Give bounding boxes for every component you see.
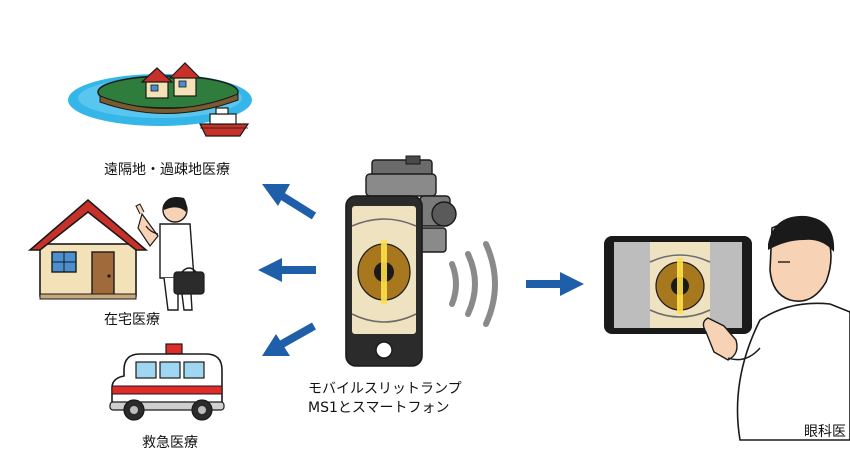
wireless-signal-icon xyxy=(449,241,498,327)
ophthalmologist-icon xyxy=(702,215,850,441)
label-device-name: モバイルスリットランプ xyxy=(308,381,462,397)
ambulance-icon xyxy=(109,343,225,421)
smartphone-slit-lamp-icon xyxy=(345,155,457,367)
label-home-care: 在宅医療 xyxy=(104,312,160,328)
label-device-model: MS1とスマートフォン xyxy=(308,400,450,416)
arrow-to-remote xyxy=(262,184,317,220)
label-ophthalmologist: 眼科医 xyxy=(804,424,846,440)
visiting-doctor-icon xyxy=(135,197,205,311)
island-houses-icon xyxy=(68,62,252,126)
tablet-eye-image-icon xyxy=(604,236,752,334)
boat-icon xyxy=(199,107,250,137)
label-emergency-care: 救急医療 xyxy=(142,435,198,451)
arrow-to-doctor xyxy=(526,272,584,296)
arrow-to-emergency xyxy=(262,322,316,356)
label-remote-medicine: 遠隔地・過疎地医療 xyxy=(104,162,230,178)
arrow-to-home xyxy=(258,258,316,282)
house-icon xyxy=(27,198,149,300)
